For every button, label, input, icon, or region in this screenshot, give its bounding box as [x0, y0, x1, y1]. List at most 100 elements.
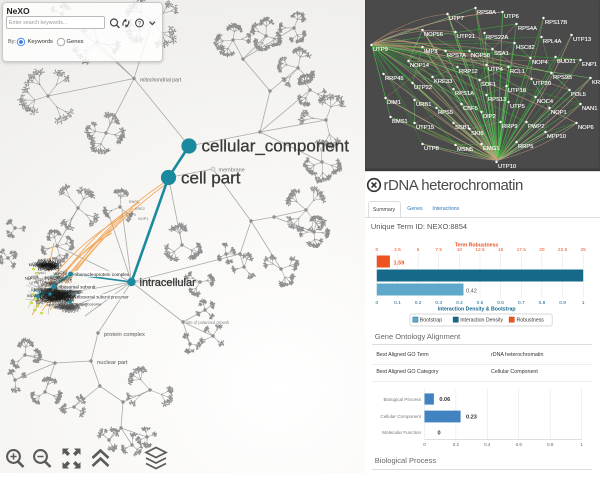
svg-text:0.06: 0.06 [439, 397, 450, 403]
svg-text:RPS7A: RPS7A [58, 275, 72, 282]
svg-text:SKI6: SKI6 [51, 294, 59, 299]
svg-text:25: 25 [581, 247, 587, 253]
svg-text:nuclear part: nuclear part [97, 360, 128, 366]
svg-text:CBF5: CBF5 [49, 290, 59, 295]
svg-text:NOP4: NOP4 [56, 290, 69, 297]
svg-text:KRE33: KRE33 [53, 306, 64, 311]
svg-text:SKI6: SKI6 [471, 131, 484, 137]
svg-text:UTP4: UTP4 [49, 281, 59, 286]
svg-text:0.5: 0.5 [477, 300, 484, 306]
svg-text:RPS1A: RPS1A [55, 272, 68, 276]
svg-text:KRE33: KRE33 [60, 304, 72, 310]
svg-text:UTP4: UTP4 [42, 260, 54, 267]
svg-text:MSN5: MSN5 [51, 291, 62, 297]
svg-text:UTP21: UTP21 [50, 299, 62, 303]
svg-text:IMP3: IMP3 [60, 305, 68, 310]
svg-text:MSN5: MSN5 [54, 287, 67, 294]
svg-text:NOP58: NOP58 [48, 295, 59, 300]
svg-text:RRP45: RRP45 [385, 76, 404, 82]
svg-text:UTP21: UTP21 [42, 290, 53, 295]
svg-text:UTP13: UTP13 [39, 289, 54, 295]
svg-text:RRP12: RRP12 [37, 264, 48, 270]
svg-text:RPS9B: RPS9B [41, 282, 54, 287]
svg-text:NOP58: NOP58 [47, 281, 58, 286]
svg-text:UTP4: UTP4 [29, 281, 38, 286]
svg-text:RPS9B: RPS9B [553, 75, 572, 81]
svg-text:Biological Process: Biological Process [383, 397, 421, 402]
svg-text:NOP1: NOP1 [60, 292, 73, 298]
svg-text:NOP58: NOP58 [54, 293, 69, 299]
svg-text:RRP5: RRP5 [518, 144, 533, 150]
svg-text:CBF5: CBF5 [463, 106, 478, 112]
svg-text:HSC82: HSC82 [47, 274, 61, 282]
svg-text:7.5: 7.5 [435, 247, 442, 253]
svg-text:HSC82: HSC82 [58, 275, 73, 283]
svg-text:KRE33: KRE33 [59, 302, 74, 308]
svg-text:UTP20: UTP20 [34, 287, 48, 293]
svg-text:NOP56: NOP56 [50, 295, 61, 299]
svg-text:RPS5: RPS5 [70, 289, 82, 295]
svg-text:UTP5: UTP5 [510, 104, 525, 110]
svg-text:NOP4: NOP4 [532, 60, 549, 66]
svg-text:POL5: POL5 [37, 294, 49, 300]
svg-text:UTP21: UTP21 [457, 34, 475, 40]
svg-text:URB1: URB1 [50, 300, 62, 306]
svg-text:CBF5: CBF5 [50, 292, 59, 297]
svg-text:ribosomal subunit: ribosomal subunit [59, 285, 96, 290]
svg-text:POL5: POL5 [63, 305, 72, 309]
svg-text:1.59: 1.59 [394, 261, 405, 267]
svg-text:KRE33: KRE33 [39, 293, 54, 301]
svg-text:DIP2: DIP2 [63, 294, 74, 301]
svg-text:0.2: 0.2 [415, 300, 422, 306]
svg-text:BUD21: BUD21 [46, 265, 61, 272]
svg-text:CBF5: CBF5 [61, 289, 73, 295]
svg-text:CBF5: CBF5 [45, 263, 54, 268]
svg-text:UTP13: UTP13 [50, 290, 64, 297]
svg-text:RRP5: RRP5 [47, 296, 57, 301]
svg-text:UTP8: UTP8 [50, 291, 60, 297]
svg-text:EMG1: EMG1 [483, 146, 499, 152]
svg-text:BMS1: BMS1 [392, 119, 408, 125]
svg-text:site of polarized growth: site of polarized growth [186, 320, 230, 325]
svg-text:RRP12: RRP12 [68, 292, 80, 297]
svg-text:RPS22A: RPS22A [41, 289, 55, 294]
svg-text:NOC4: NOC4 [43, 290, 52, 295]
svg-text:HSC82: HSC82 [34, 289, 47, 294]
svg-text:RRP9: RRP9 [51, 292, 61, 297]
svg-text:EMG1: EMG1 [36, 261, 48, 266]
svg-text:UTP8: UTP8 [424, 146, 439, 152]
svg-text:HSC82: HSC82 [516, 45, 535, 51]
svg-text:NAN1: NAN1 [41, 262, 53, 267]
svg-text:ENP1: ENP1 [51, 294, 63, 300]
svg-text:NOP1: NOP1 [52, 276, 62, 282]
svg-text:RRP9: RRP9 [43, 289, 55, 295]
svg-text:SKI6: SKI6 [50, 297, 58, 303]
svg-text:RPS5: RPS5 [438, 110, 453, 116]
svg-text:BUD21: BUD21 [45, 295, 60, 302]
svg-text:EMG1: EMG1 [41, 299, 51, 304]
svg-text:UTP20: UTP20 [55, 276, 67, 281]
svg-text:RRP9: RRP9 [57, 305, 67, 310]
svg-text:EMG1: EMG1 [41, 263, 50, 268]
svg-text:UTP5: UTP5 [51, 292, 62, 298]
svg-text:UTP8: UTP8 [60, 303, 68, 307]
svg-text:?: ? [138, 21, 142, 27]
svg-text:SSA1: SSA1 [64, 298, 74, 303]
svg-text:RPL4A: RPL4A [51, 292, 64, 297]
svg-text:BMS1: BMS1 [51, 292, 63, 298]
svg-text:URB1: URB1 [58, 305, 70, 311]
svg-text:BUD21: BUD21 [59, 293, 70, 297]
svg-text:5: 5 [417, 247, 420, 253]
svg-text:RRP12: RRP12 [46, 295, 57, 300]
svg-text:RPS9B: RPS9B [45, 294, 57, 299]
svg-text:UTP4: UTP4 [488, 67, 504, 73]
svg-text:NOP1: NOP1 [28, 260, 41, 267]
svg-text:SSB1: SSB1 [48, 295, 57, 300]
svg-text:RPS8A: RPS8A [477, 10, 496, 16]
svg-text:BMS1: BMS1 [50, 278, 60, 284]
svg-text:NOP1: NOP1 [44, 265, 54, 270]
svg-text:UTP18: UTP18 [67, 290, 79, 295]
svg-text:0.9: 0.9 [559, 300, 566, 306]
svg-text:UTP5: UTP5 [47, 299, 56, 304]
svg-text:MPP10: MPP10 [52, 294, 64, 298]
